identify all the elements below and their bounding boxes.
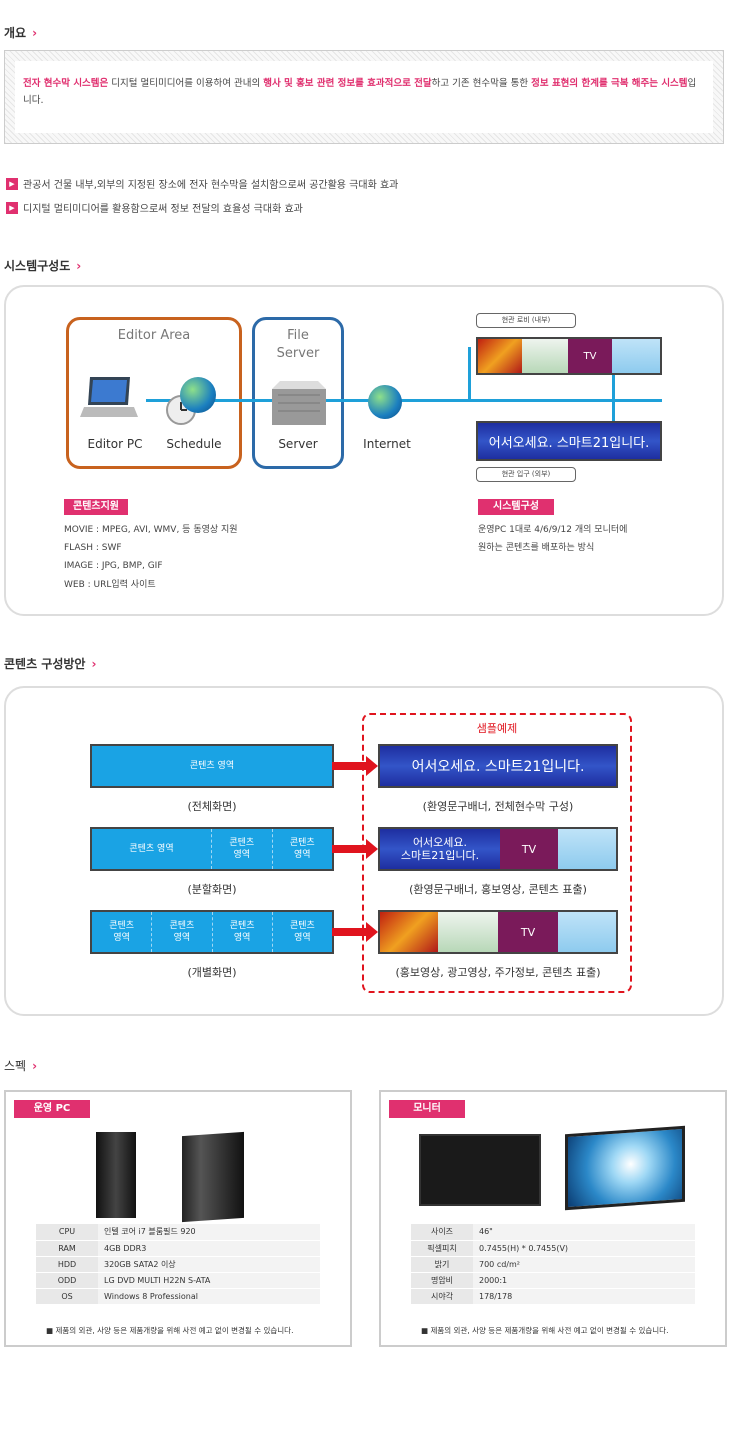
entrance-tag: 현관 입구 (외부) [476, 467, 576, 482]
presenter-image [612, 339, 660, 373]
overview-text: 전자 현수막 시스템은 디지털 멀티미디어를 이용하여 관내의 행사 및 홍보 … [15, 61, 713, 133]
layout-caption: (전체화면) [187, 800, 237, 813]
sample-full-banner: 어서오세요. 스마트21입니다. [378, 744, 618, 788]
sample-caption: (홍보영상, 광고영상, 주가정보, 콘텐츠 표출) [395, 966, 601, 979]
system-config-line: 운영PC 1대로 4/6/9/12 개의 모니터에 [478, 525, 628, 535]
sample-caption: (환영문구배너, 전체현수막 구성) [422, 800, 574, 813]
contents-plan-panel: 샘플예제 콘텐츠 영역 (전체화면) 어서오세요. 스마트21입니다. (환영문… [4, 686, 724, 1016]
content-area-segment: 콘텐츠 영역 [213, 912, 273, 952]
lg-tv-logo: TV [568, 339, 612, 373]
arrow-right-icon [332, 922, 378, 942]
welcome-banner: 어서오세요. 스마트21입니다. [380, 829, 500, 869]
internet-label: Internet [363, 437, 411, 451]
flower-image [380, 912, 438, 952]
editor-area-box [66, 317, 242, 469]
content-support-line: FLASH : SWF [64, 543, 122, 553]
layout-split-bar: 콘텐츠 영역 콘텐츠 영역 콘텐츠 영역 [90, 827, 334, 871]
spec-pc-tag: 운영 PC [14, 1100, 90, 1118]
pc-tower-front-image [96, 1132, 136, 1218]
bullet-arrow-icon: ▶ [6, 177, 18, 190]
editor-area-label: Editor Area [117, 328, 191, 343]
entrance-monitor: 어서오세요. 스마트21입니다. [476, 421, 662, 461]
presenter-image [558, 912, 616, 952]
layout-individual-bar: 콘텐츠 영역 콘텐츠 영역 콘텐츠 영역 콘텐츠 영역 [90, 910, 334, 954]
monitor-front-image [419, 1134, 541, 1206]
sample-individual-screen: TV [378, 910, 618, 954]
content-support-line: WEB : URL입력 사이트 [64, 580, 156, 590]
lg-tv-logo: TV [498, 912, 558, 952]
system-title: 시스템구성도› [4, 259, 82, 273]
content-area-segment: 콘텐츠 영역 [152, 912, 213, 952]
system-diagram-panel: Editor Area File Server Editor PC Schedu… [4, 285, 724, 616]
file-server-label: File Server [276, 328, 320, 361]
overview-title: 개요› [4, 26, 38, 40]
layout-caption: (개별화면) [187, 966, 237, 979]
system-config-tag: 시스템구성 [478, 499, 554, 515]
lg-tv-logo: TV [500, 829, 558, 869]
content-area-segment: 콘텐츠 영역 [92, 912, 153, 952]
overview-box: 전자 현수막 시스템은 디지털 멀티미디어를 이용하여 관내의 행사 및 홍보 … [4, 50, 724, 144]
spec-monitor-tag: 모니터 [389, 1100, 465, 1118]
spec-pc-note: ■ 제품의 외관, 사양 등은 제품개량을 위해 사전 예고 없이 변경될 수 … [46, 1326, 294, 1335]
lobby-tag: 현관 로비 (내부) [476, 313, 576, 328]
content-area-segment: 콘텐츠 영역 [289, 838, 315, 860]
content-area-segment: 콘텐츠 영역 [189, 761, 235, 771]
monitor-angled-image [565, 1125, 685, 1211]
layout-caption: (분할화면) [187, 883, 237, 896]
lobby-monitor: TV [476, 337, 662, 375]
layout-full-bar: 콘텐츠 영역 [90, 744, 334, 788]
bullet-arrow-icon: ▶ [6, 201, 18, 214]
globe-icon [180, 377, 216, 413]
contents-title: 콘텐츠 구성방안› [4, 657, 97, 671]
server-icon [272, 381, 326, 425]
content-support-line: IMAGE : JPG, BMP, GIF [64, 561, 163, 571]
overview-bullet: ▶디지털 멀티미디어를 활용함으로써 정보 전달의 효율성 극대화 효과 [6, 200, 303, 215]
presenter-image [558, 829, 616, 869]
server-label: Server [278, 437, 318, 451]
sample-label: 샘플예제 [476, 722, 518, 735]
network-line [612, 401, 615, 423]
arrow-right-icon [332, 756, 378, 776]
content-area-segment: 콘텐츠 영역 [289, 921, 315, 943]
file-server-box [252, 317, 344, 469]
overview-bullet: ▶관공서 건물 내부,외부의 지정된 장소에 전자 현수막을 설치함으로써 공간… [6, 176, 398, 191]
editor-pc-label: Editor PC [87, 437, 143, 451]
content-area-segment: 콘텐츠 영역 [92, 829, 212, 869]
spec-title: 스펙› [4, 1059, 38, 1073]
laptop-icon [80, 375, 138, 419]
arrow-right-icon [332, 839, 378, 859]
network-line [468, 347, 471, 401]
internet-globe-icon [368, 385, 402, 419]
system-config-line: 원하는 콘텐츠를 배포하는 방식 [478, 543, 595, 553]
sample-box [362, 713, 632, 993]
flower-image [478, 339, 522, 373]
stock-chart-image [522, 339, 568, 373]
sample-caption: (환영문구배너, 홍보영상, 콘텐츠 표출) [409, 883, 587, 896]
schedule-label: Schedule [166, 437, 222, 451]
network-line [146, 399, 662, 402]
pc-tower-side-image [182, 1131, 244, 1223]
stock-chart-image [438, 912, 498, 952]
sample-split-screen: 어서오세요. 스마트21입니다. TV [378, 827, 618, 871]
content-support-tag: 콘텐츠지원 [64, 499, 128, 515]
spec-monitor-note: ■ 제품의 외관, 사양 등은 제품개량을 위해 사전 예고 없이 변경될 수 … [421, 1326, 669, 1335]
content-area-segment: 콘텐츠 영역 [212, 829, 273, 869]
content-support-line: MOVIE : MPEG, AVI, WMV, 등 동영상 지원 [64, 525, 238, 535]
